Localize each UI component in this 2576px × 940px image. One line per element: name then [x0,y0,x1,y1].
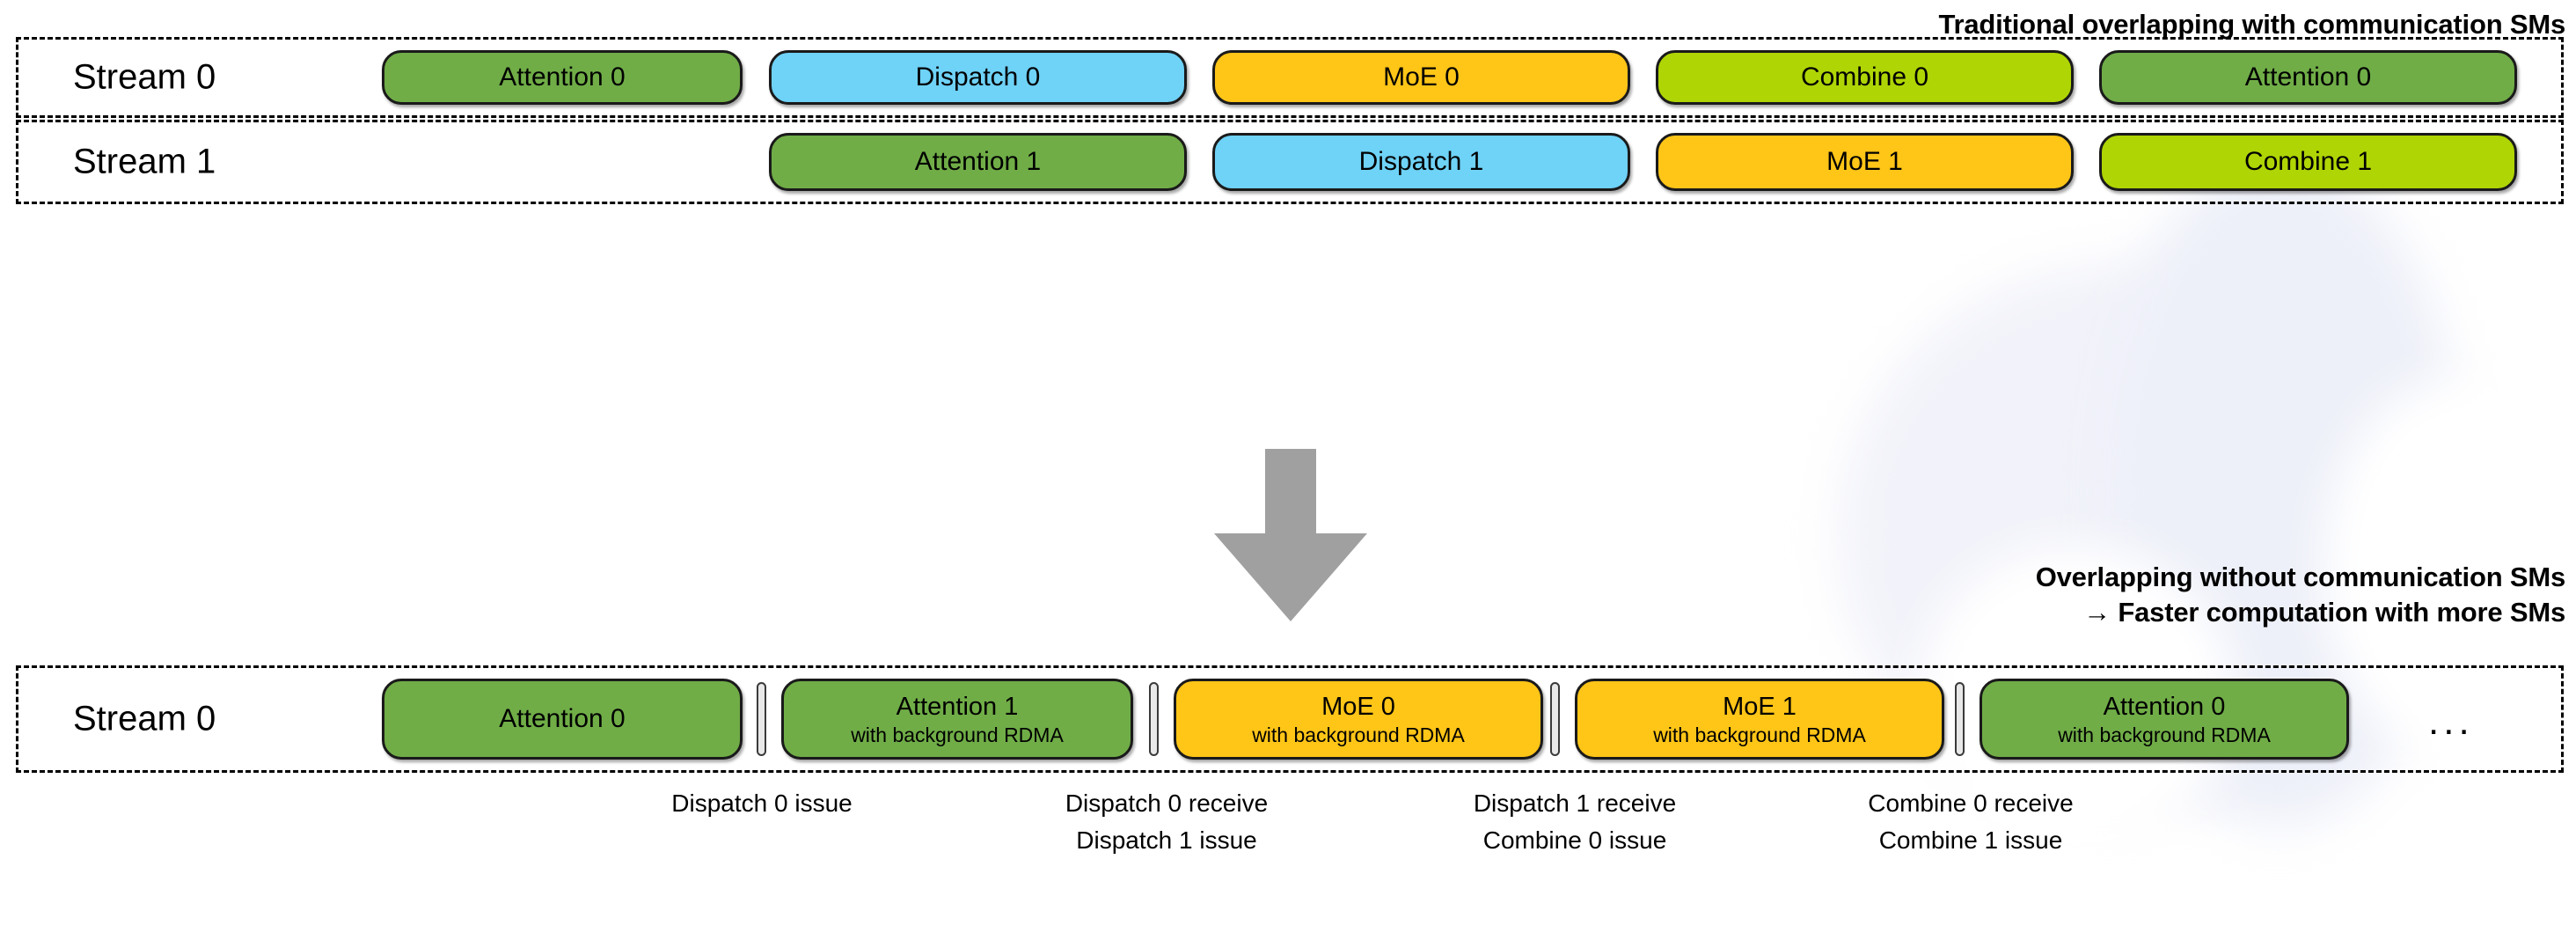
block-title: Attention 1 [914,147,1042,176]
block-separator-0 [757,682,766,756]
block-title: MoE 1 [1826,147,1903,176]
block-attention-stream0-top-4[interactable]: Attention 0 [2099,50,2517,105]
block-subtitle: with background RDMA [1653,723,1866,746]
lane-stream0-top: Stream 0 [16,37,2564,118]
block-title: Dispatch 0 [915,62,1041,92]
block-title: Dispatch 1 [1358,147,1484,176]
annotation-line: Dispatch 0 receive [1065,789,1269,817]
annotation-line: Combine 1 issue [1878,826,2063,854]
block-separator-1 [1149,682,1159,756]
caption-overlapping-without-comm-sms: Overlapping without communication SMs → … [2035,562,2566,628]
lane-label-stream0-top: Stream 0 [73,57,216,97]
block-moe-stream0-top-2[interactable]: MoE 0 [1212,50,1630,105]
block-title: MoE 1 [1723,692,1797,721]
annotation-line: Combine 0 receive [1868,789,2074,817]
block-combine-stream1-3[interactable]: Combine 1 [2099,133,2517,191]
block-title: Attention 0 [2103,692,2226,721]
block-title: Combine 1 [2243,147,2373,176]
block-title: Combine 0 [1800,62,1929,92]
lane-label-stream0-bottom: Stream 0 [73,699,216,738]
annotation-line: Dispatch 0 issue [671,789,853,817]
block-subtitle: with background RDMA [851,723,1064,746]
annotation-line: Combine 0 issue [1482,826,1667,854]
continuation-ellipsis: ... [2428,700,2474,743]
block-attention-stream0-bottom-0[interactable]: Attention 0 [382,679,743,760]
block-attention-stream0-top-0[interactable]: Attention 0 [382,50,743,105]
down-arrow-icon [1214,449,1367,621]
block-subtitle: with background RDMA [2058,723,2271,746]
block-title: Attention 1 [896,692,1019,721]
block-title: Attention 0 [499,62,626,92]
lane-stream1: Stream 1 [16,120,2564,204]
event-annotation-0: Dispatch 0 issue [671,785,852,822]
lane-stream0-bottom: Stream 0 [16,665,2564,773]
block-subtitle: with background RDMA [1252,723,1465,746]
block-separator-2 [1550,682,1560,756]
caption-traditional-overlapping: Traditional overlapping with communicati… [1938,9,2566,40]
block-dispatch-stream0-top-1[interactable]: Dispatch 0 [769,50,1187,105]
block-moe-stream1-2[interactable]: MoE 1 [1656,133,2074,191]
annotation-line: Dispatch 1 issue [1076,826,1257,854]
block-title: Attention 0 [499,704,626,733]
block-title: MoE 0 [1321,692,1395,721]
annotation-line: Dispatch 1 receive [1473,789,1677,817]
block-dispatch-stream1-1[interactable]: Dispatch 1 [1212,133,1630,191]
block-separator-3 [1955,682,1965,756]
block-title: MoE 0 [1383,62,1460,92]
block-combine-stream0-top-3[interactable]: Combine 0 [1656,50,2074,105]
block-attention-stream1-0[interactable]: Attention 1 [769,133,1187,191]
block-title: Attention 0 [2244,62,2372,92]
lane-label-stream1: Stream 1 [73,142,216,181]
